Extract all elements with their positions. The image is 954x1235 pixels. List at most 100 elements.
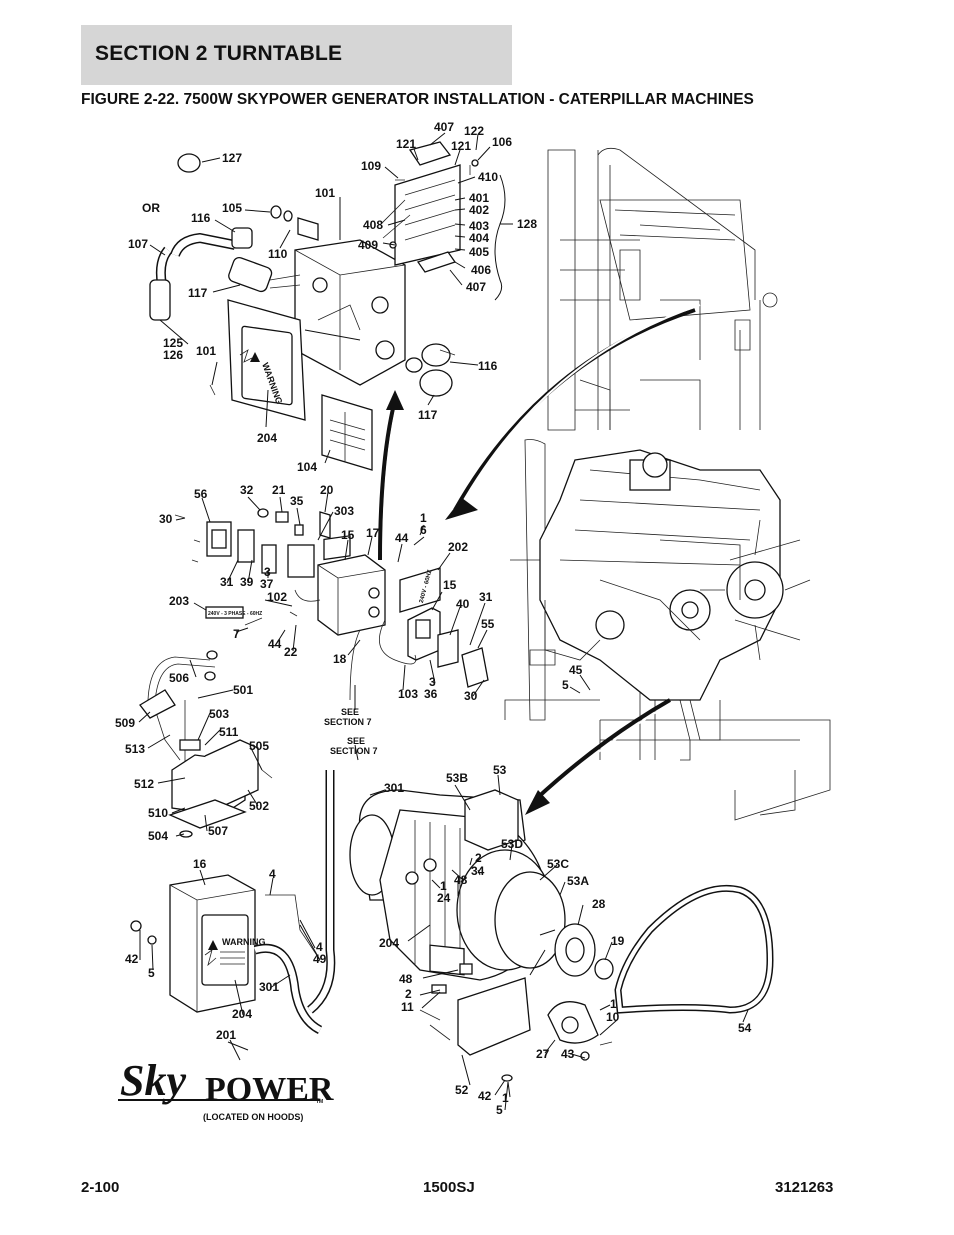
callout-5a: 5 xyxy=(562,678,569,692)
callout-20: 20 xyxy=(320,483,334,497)
callout-21: 21 xyxy=(272,483,286,497)
callout-17: 17 xyxy=(366,526,380,540)
callout-32: 32 xyxy=(240,483,254,497)
callout-15a: 15 xyxy=(341,528,355,542)
callout-512: 512 xyxy=(134,777,154,791)
callout-1d: 1 xyxy=(502,1091,509,1105)
callout-501: 501 xyxy=(233,683,253,697)
callout-5c: 5 xyxy=(496,1103,503,1117)
footer-page-number: 2-100 xyxy=(81,1179,120,1196)
callout-31a: 31 xyxy=(220,575,234,589)
callout-30a: 30 xyxy=(159,512,173,526)
callout-1c: 1 xyxy=(610,997,617,1011)
callout-36: 36 xyxy=(424,687,438,701)
callout-53d: 53D xyxy=(501,837,523,851)
callout-405: 405 xyxy=(469,245,489,259)
callout-53c: 53C xyxy=(547,857,569,871)
callout-301a: 301 xyxy=(259,980,279,994)
junction-box-101 xyxy=(294,239,406,386)
callout-105: 105 xyxy=(222,201,242,215)
callout-104: 104 xyxy=(297,460,317,474)
callout-301b: 301 xyxy=(384,781,404,795)
mount-bracket-assembly xyxy=(139,650,273,838)
callout-101a: 101 xyxy=(315,186,335,200)
callout-1b: 1 xyxy=(440,879,447,893)
engine-frame xyxy=(504,147,831,821)
warning-decal-bottom: WARNING xyxy=(222,937,266,947)
callout-401: 401 xyxy=(469,191,489,205)
callout-53a: 53A xyxy=(567,874,589,888)
callout-28: 28 xyxy=(592,897,606,911)
cables-and-fittings xyxy=(149,153,319,321)
callout-10: 10 xyxy=(606,1010,620,1024)
callout-107: 107 xyxy=(128,237,148,251)
callout-55: 55 xyxy=(481,617,495,631)
callout-42b: 42 xyxy=(478,1089,492,1103)
callout-122: 122 xyxy=(464,124,484,138)
decal-104 xyxy=(321,394,373,471)
callout-18: 18 xyxy=(333,652,347,666)
leader-lines xyxy=(138,132,749,1111)
callout-117b: 117 xyxy=(418,408,438,422)
callout-56: 56 xyxy=(194,487,208,501)
generator xyxy=(307,770,614,1082)
callout-503: 503 xyxy=(209,707,229,721)
callout-204c: 204 xyxy=(379,936,399,950)
section-header: SECTION 2 TURNTABLE xyxy=(81,25,512,85)
callout-40: 40 xyxy=(456,597,470,611)
callout-3b: 3 xyxy=(429,675,436,689)
callout-402: 402 xyxy=(469,203,489,217)
callout-53: 53 xyxy=(493,763,507,777)
callout-505: 505 xyxy=(249,739,269,753)
callouts-lower-left: 506 501 509 503 511 513 505 512 502 510 … xyxy=(115,671,327,1042)
callout-30b: 30 xyxy=(464,689,478,703)
callout-407b: 407 xyxy=(466,280,486,294)
callout-44a: 44 xyxy=(395,531,409,545)
callout-121b: 121 xyxy=(451,139,471,153)
callout-6: 6 xyxy=(420,523,427,537)
receptacle-assembly: 240V - 60HZ xyxy=(349,567,489,701)
callout-127: 127 xyxy=(222,151,242,165)
callout-511: 511 xyxy=(219,725,239,739)
arrow-control-to-box xyxy=(378,390,404,561)
terminal-strip-assembly xyxy=(379,141,461,273)
callout-204a: 204 xyxy=(257,431,277,445)
callout-37: 37 xyxy=(260,577,274,591)
callout-507: 507 xyxy=(208,824,228,838)
callout-410: 410 xyxy=(478,170,498,184)
callout-53b: 53B xyxy=(446,771,468,785)
callout-106: 106 xyxy=(492,135,512,149)
callout-4b: 4 xyxy=(316,940,323,954)
callout-19: 19 xyxy=(611,934,625,948)
callout-121a: 121 xyxy=(396,137,416,151)
callout-48a: 48 xyxy=(454,873,468,887)
logo-sky: Sky xyxy=(120,1056,186,1105)
callout-110: 110 xyxy=(268,247,288,261)
callout-54: 54 xyxy=(738,1021,752,1035)
callout-509: 509 xyxy=(115,716,135,730)
callout-4a: 4 xyxy=(269,867,276,881)
callout-128: 128 xyxy=(517,217,537,231)
callout-303: 303 xyxy=(334,504,354,518)
callout-2b: 2 xyxy=(405,987,412,1001)
callout-504: 504 xyxy=(148,829,168,843)
callout-34: 34 xyxy=(471,864,485,878)
see-section-1-line2: SECTION 7 xyxy=(324,717,372,727)
callout-204b: 204 xyxy=(232,1007,252,1021)
callout-408: 408 xyxy=(363,218,383,232)
see-section-note-2: SEE SECTION 7 xyxy=(330,736,378,756)
arrow-generator-to-engine xyxy=(525,698,674,815)
callout-42a: 42 xyxy=(125,952,139,966)
logo-power: POWER xyxy=(205,1071,334,1108)
callout-11: 11 xyxy=(401,1000,414,1014)
footer-model: 1500SJ xyxy=(423,1179,475,1196)
callout-125: 125 xyxy=(163,336,183,350)
callouts-middle: 56 32 21 35 20 303 30 1 6 17 15 44 202 3… xyxy=(159,483,583,703)
see-section-note-1: SEE SECTION 7 xyxy=(324,707,372,727)
callout-203: 203 xyxy=(169,594,189,608)
callouts-generator: 301 53B 53 53D 53C 53A 2 34 48 1 24 204 … xyxy=(379,763,752,1117)
skypower-logo: Sky POWER TM xyxy=(118,1056,334,1108)
control-components: 240V - 3 PHASE - 60HZ xyxy=(174,508,331,626)
callout-44b: 44 xyxy=(268,637,282,651)
